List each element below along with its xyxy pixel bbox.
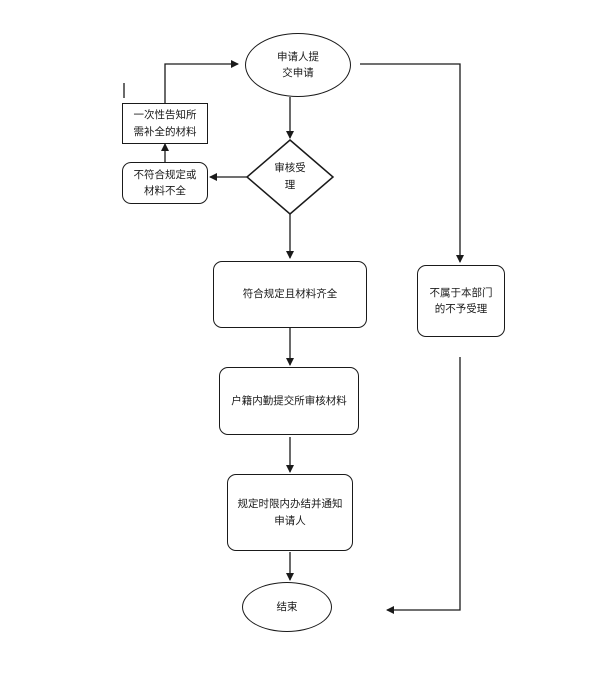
compliant-node: 符合规定且材料齐全 bbox=[213, 261, 367, 328]
compliant-label: 符合规定且材料齐全 bbox=[242, 288, 338, 301]
review-decision-diamond bbox=[245, 139, 335, 215]
end-label: 结束 bbox=[276, 600, 298, 613]
notify-once-node: 一次性告知所 需补全的材料 bbox=[122, 103, 208, 144]
submit-to-office-label: 户籍内勤提交所审核材料 bbox=[231, 394, 347, 407]
arrow-not-in-scope-to-end bbox=[386, 357, 461, 614]
submit-to-office-node: 户籍内勤提交所审核材料 bbox=[219, 367, 359, 435]
submit-application-node: 申请人提 交申请 bbox=[245, 33, 351, 97]
arrow-submit-to-not-in-scope bbox=[360, 63, 464, 263]
not-compliant-label: 不符合规定或 材料不全 bbox=[133, 168, 197, 197]
not-in-scope-node: 不属于本部门 的不予受理 bbox=[417, 265, 505, 337]
arrow-notify-to-submit bbox=[164, 60, 239, 103]
not-in-scope-label: 不属于本部门 的不予受理 bbox=[429, 286, 493, 315]
notify-applicant-node: 规定时限内办结并通知 申请人 bbox=[227, 474, 353, 551]
notify-once-label: 一次性告知所 需补全的材料 bbox=[133, 109, 197, 138]
notify-applicant-label: 规定时限内办结并通知 申请人 bbox=[237, 498, 343, 527]
not-compliant-node: 不符合规定或 材料不全 bbox=[122, 162, 208, 204]
submit-application-label: 申请人提 交申请 bbox=[277, 50, 319, 79]
review-decision-label: 审核受 理 bbox=[274, 162, 306, 191]
end-node: 结束 bbox=[242, 582, 332, 632]
